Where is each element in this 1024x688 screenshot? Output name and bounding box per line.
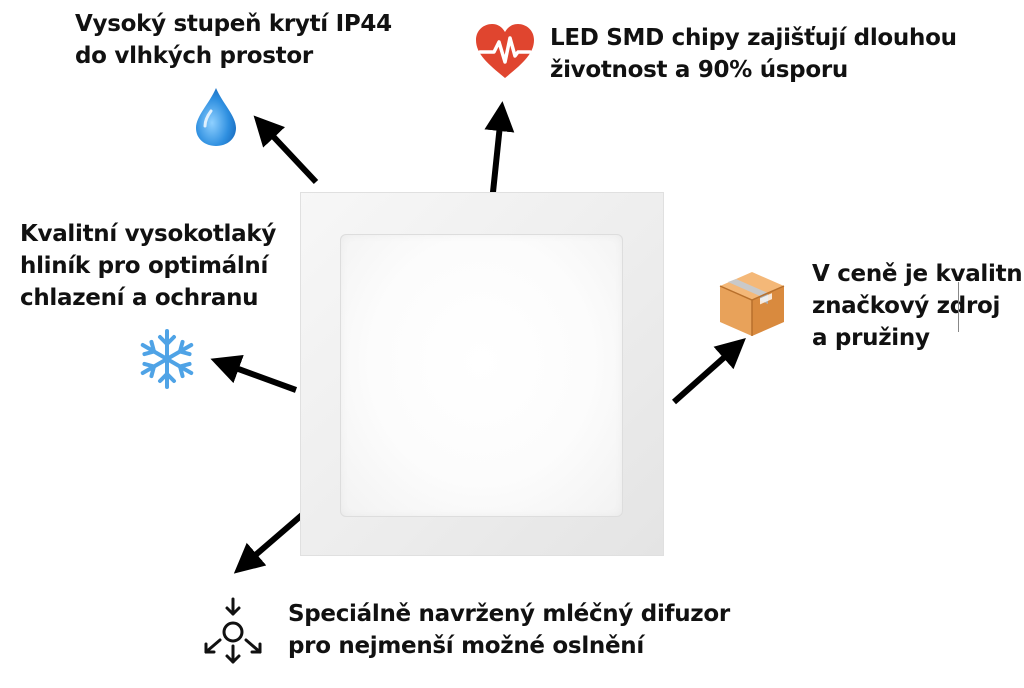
light-spread-icon <box>204 597 262 664</box>
panel-diffuser <box>340 234 623 517</box>
snowflake-icon <box>140 329 194 389</box>
water-drop-icon <box>196 88 236 146</box>
feature-waterproof-line-1: Vysoký stupeň krytí IP44 <box>75 11 392 37</box>
heart-pulse-icon <box>476 24 534 78</box>
feature-led-line-1: LED SMD chipy zajišťují dlouhou <box>550 25 957 51</box>
arrow-to-driver <box>672 338 746 405</box>
feature-driver-line-2: značkový zdroj <box>812 293 1001 319</box>
feature-led-line-2: životnost a 90% úsporu <box>550 57 848 83</box>
feature-aluminium-line-3: chlazení a ochranu <box>20 285 259 311</box>
arrow-to-aluminium <box>210 354 298 393</box>
feature-aluminium-line-1: Kvalitní vysokotlaký <box>20 221 277 247</box>
feature-aluminium-line-2: hliník pro optimální <box>20 253 269 279</box>
feature-diffuser-line-1: Speciálně navržený mléčný difuzor <box>288 601 730 627</box>
feature-waterproof-label: Vysoký stupeň krytí IP44 do vlhkých pros… <box>75 8 392 72</box>
feature-aluminium-label: Kvalitní vysokotlaký hliník pro optimáln… <box>20 218 276 314</box>
feature-driver-line-3: a pružiny <box>812 325 930 351</box>
feature-driver-line-1: V ceně je kvalitní <box>812 261 1024 287</box>
feature-waterproof-line-2: do vlhkých prostor <box>75 43 313 69</box>
feature-diffuser-label: Speciálně navržený mléčný difuzor pro ne… <box>288 598 730 662</box>
led-panel <box>300 192 664 556</box>
feature-led-label: LED SMD chipy zajišťují dlouhou životnos… <box>550 22 957 86</box>
feature-diffuser-line-2: pro nejmenší možné oslnění <box>288 633 644 659</box>
feature-driver-label: V ceně je kvalitní značkový zdroj a pruž… <box>812 258 1024 354</box>
divider-line <box>958 282 959 332</box>
package-box-icon <box>719 272 785 336</box>
arrow-to-waterproof <box>253 115 319 185</box>
